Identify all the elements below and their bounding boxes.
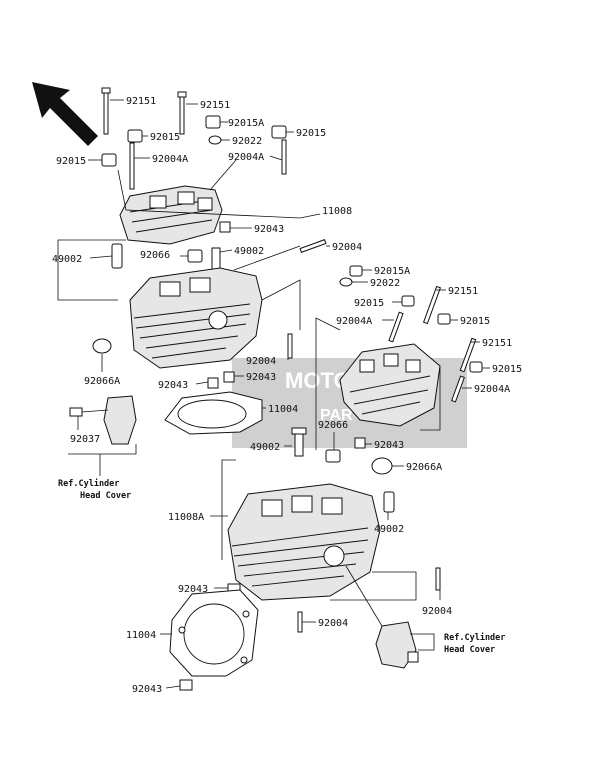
rear-cylinder-head-group <box>339 265 483 427</box>
label-b-92004-c: 92004 <box>318 618 348 629</box>
label-92004: 92004 <box>332 242 362 253</box>
label-11004: 11004 <box>268 404 298 415</box>
label-b-92066A: 92066A <box>406 462 442 473</box>
label-r-92015-b: 92015 <box>460 316 490 327</box>
ref-right-line1: Ref.Cylinder <box>444 632 505 643</box>
label-92151-b: 92151 <box>200 100 230 111</box>
label-r-92004A-a: 92004A <box>336 316 372 327</box>
label-92015A: 92015A <box>228 118 264 129</box>
arrow-northwest-icon <box>32 82 98 146</box>
label-49002-l: 49002 <box>52 254 82 265</box>
label-r-92151-a: 92151 <box>448 286 478 297</box>
label-92066A: 92066A <box>84 376 120 387</box>
label-92015-b: 92015 <box>56 156 86 167</box>
part-labels: 92151 92151 92015 92015 92015A 92022 920… <box>52 96 522 695</box>
front-cylinder-head-group <box>69 87 327 445</box>
label-b-49002-r: 49002 <box>374 524 404 535</box>
label-r-92015-c: 92015 <box>492 364 522 375</box>
label-92004A-a: 92004A <box>152 154 188 165</box>
label-92022: 92022 <box>232 136 262 147</box>
label-b-11004: 11004 <box>126 630 156 641</box>
label-92043-c: 92043 <box>246 372 276 383</box>
label-r-92015-a: 92015 <box>354 298 384 309</box>
label-92015-a: 92015 <box>150 132 180 143</box>
label-b-92066: 92066 <box>318 420 348 431</box>
label-92037: 92037 <box>70 434 100 445</box>
label-49002-r: 49002 <box>234 246 264 257</box>
leader-lines <box>57 99 490 689</box>
label-r-92022: 92022 <box>370 278 400 289</box>
label-92004-b: 92004 <box>246 356 276 367</box>
label-b-49002: 49002 <box>250 442 280 453</box>
label-r-92004A-b: 92004A <box>474 384 510 395</box>
label-r-92015A: 92015A <box>374 266 410 277</box>
label-r-92151-b: 92151 <box>482 338 512 349</box>
label-b-11008A: 11008A <box>168 512 204 523</box>
label-92043-b: 92043 <box>158 380 188 391</box>
label-b-92043-c: 92043 <box>132 684 162 695</box>
ref-right-line2: Head Cover <box>444 645 495 655</box>
label-92043: 92043 <box>254 224 284 235</box>
lower-cylinder-head-group <box>169 427 441 691</box>
label-b-92043-b: 92043 <box>178 584 208 595</box>
ref-left-line1: Ref.Cylinder <box>58 478 119 489</box>
label-b-92043: 92043 <box>374 440 404 451</box>
ref-left-line2: Head Cover <box>80 491 131 501</box>
label-92015-c: 92015 <box>296 128 326 139</box>
label-92004A-b: 92004A <box>228 152 264 163</box>
label-11008: 11008 <box>322 206 352 217</box>
label-b-92004-r: 92004 <box>422 606 452 617</box>
label-92151-a: 92151 <box>126 96 156 107</box>
watermark-text-2: PAR <box>320 407 353 424</box>
label-92066: 92066 <box>140 250 170 261</box>
